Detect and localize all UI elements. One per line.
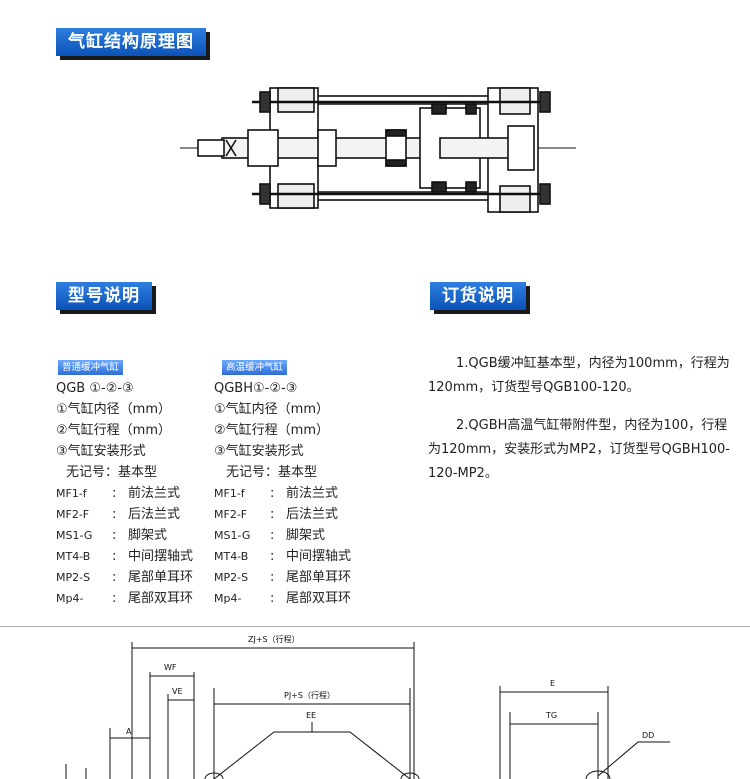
high-item-1: ①气缸内径（mm） xyxy=(214,402,329,417)
normal-none: 无记号：基本型 xyxy=(66,465,158,480)
high-mount-row: MS1-G:脚架式 xyxy=(214,528,326,543)
section-title-principle: 气缸结构原理图 xyxy=(56,28,206,56)
high-none: 无记号：基本型 xyxy=(226,465,318,480)
order-description: 1.QGB缓冲缸基本型，内径为100mm，行程为120mm，订货型号QGB100… xyxy=(428,352,734,500)
high-code: QGBH①-②-③ xyxy=(214,381,298,396)
normal-mount-row: MT4-B:中间摆轴式 xyxy=(56,549,194,564)
high-temp-cylinder-tag: 高温缓冲气缸 xyxy=(222,360,288,375)
high-spec: QGBH①-②-③ ①气缸内径（mm） ②气缸行程（mm） ③气缸安装形式 无记… xyxy=(214,378,351,609)
order-example-1: 1.QGB缓冲缸基本型，内径为100mm，行程为120mm，订货型号QGB100… xyxy=(428,356,730,395)
high-mount-row: MT4-B:中间摆轴式 xyxy=(214,549,352,564)
normal-item-1: ①气缸内径（mm） xyxy=(56,402,171,417)
high-item-3: ③气缸安装形式 xyxy=(214,444,304,459)
normal-mount-row: MF1-f:前法兰式 xyxy=(56,486,181,501)
high-mount-row: MF2-F:后法兰式 xyxy=(214,507,339,522)
normal-mount-row: MF2-F:后法兰式 xyxy=(56,507,181,522)
dim-pj-label: PJ+S（行程） xyxy=(284,690,335,700)
dim-dd-label: DD xyxy=(642,731,654,740)
section-title-order: 订货说明 xyxy=(430,282,526,310)
normal-mount-row: MS1-G:脚架式 xyxy=(56,528,168,543)
high-mount-row: MF1-f:前法兰式 xyxy=(214,486,339,501)
dim-wf-label: WF xyxy=(164,663,177,672)
normal-item-2: ②气缸行程（mm） xyxy=(56,423,171,438)
high-mount-row: Mp4-:尾部双耳环 xyxy=(214,591,352,606)
dim-e-label: E xyxy=(550,679,555,688)
high-item-2: ②气缸行程（mm） xyxy=(214,423,329,438)
dim-zj-label: ZJ+S（行程） xyxy=(248,634,300,644)
dim-ve-label: VE xyxy=(172,687,183,696)
normal-cylinder-tag: 普通缓冲气缸 xyxy=(58,360,124,375)
cylinder-structure-diagram xyxy=(180,87,576,213)
section-divider xyxy=(0,626,750,627)
dim-a-label: A xyxy=(126,727,132,736)
normal-mount-row: MP2-S:尾部单耳环 xyxy=(56,570,194,585)
dim-tg-label: TG xyxy=(545,711,557,720)
normal-spec: QGB ①-②-③ ①气缸内径（mm） ②气缸行程（mm） ③气缸安装形式 无记… xyxy=(56,378,193,609)
normal-code: QGB ①-②-③ xyxy=(56,381,134,396)
dim-ee-label: EE xyxy=(306,711,316,720)
section-title-model: 型号说明 xyxy=(56,282,152,310)
order-example-2: 2.QGBH高温气缸带附件型，内径为100，行程为120mm，安装形式为MP2，… xyxy=(428,418,730,481)
dimension-drawing: ZJ+S（行程） WF VE PJ+S（行程） A EE E TG DD xyxy=(65,634,670,779)
normal-item-3: ③气缸安装形式 xyxy=(56,444,146,459)
high-mount-row: MP2-S:尾部单耳环 xyxy=(214,570,352,585)
normal-mount-row: Mp4-:尾部双耳环 xyxy=(56,591,194,606)
